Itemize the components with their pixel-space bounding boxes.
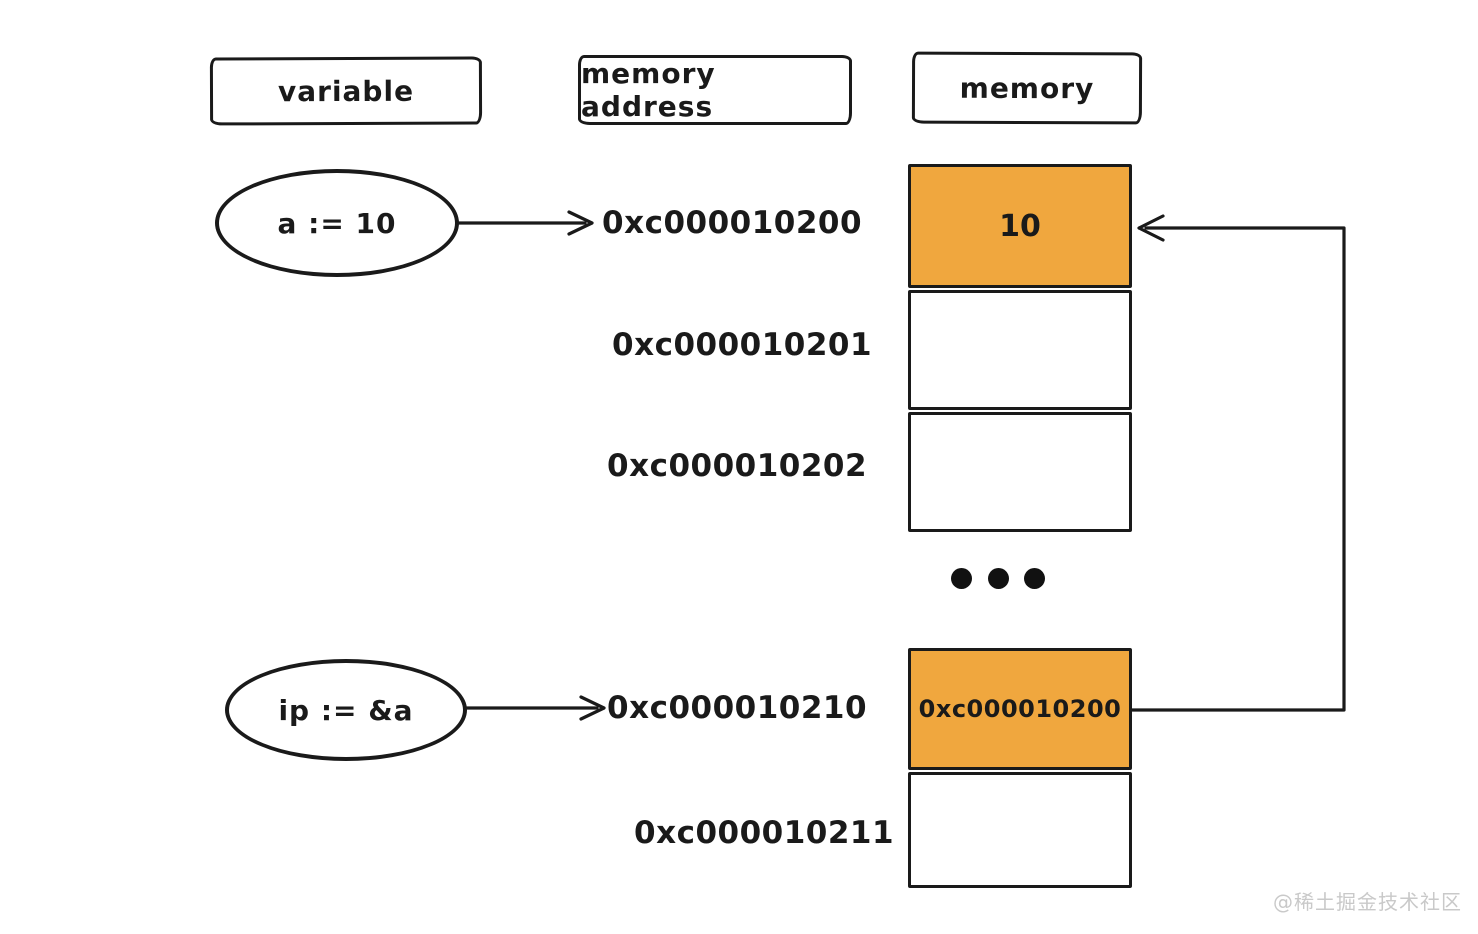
- variable-a-label: a := 10: [277, 206, 397, 240]
- memory-cell-empty: [908, 290, 1132, 410]
- variable-a-ellipse: a := 10: [215, 169, 459, 277]
- variable-ip-ellipse: ip := &a: [225, 659, 467, 761]
- header-variable-label: variable: [277, 74, 415, 108]
- ellipsis-dots: [951, 566, 1045, 590]
- variable-ip-label: ip := &a: [278, 693, 414, 727]
- arrow-a-to-address: [455, 210, 594, 236]
- ellipsis-dot: [1024, 567, 1045, 589]
- ellipsis-dot: [987, 567, 1009, 589]
- memory-address-label: 0xc000010200: [602, 205, 863, 241]
- memory-address-label: 0xc000010201: [612, 327, 873, 363]
- arrow-pointer-cell-to-a-cell: [1130, 214, 1346, 712]
- memory-address-label: 0xc000010211: [634, 815, 895, 851]
- header-variable: variable: [209, 56, 483, 126]
- memory-cell-value: 0xc000010200: [918, 695, 1122, 723]
- arrow-ip-to-address: [465, 695, 606, 721]
- memory-cell-value-ip: 0xc000010200: [908, 648, 1132, 770]
- memory-cell-value: 10: [999, 208, 1041, 244]
- header-memory: memory: [911, 51, 1143, 125]
- header-memory-label: memory: [959, 71, 1095, 105]
- memory-cell-empty: [908, 412, 1132, 532]
- memory-cell-value-a: 10: [908, 164, 1132, 288]
- memory-address-label: 0xc000010210: [607, 690, 868, 726]
- watermark: @稀土掘金技术社区: [1273, 890, 1462, 914]
- header-memory-address-label: memory address: [581, 57, 716, 123]
- memory-address-label: 0xc000010202: [607, 448, 868, 484]
- header-memory-address: memory address: [578, 55, 852, 125]
- memory-cell-empty: [908, 772, 1132, 888]
- ellipsis-dot: [951, 567, 972, 589]
